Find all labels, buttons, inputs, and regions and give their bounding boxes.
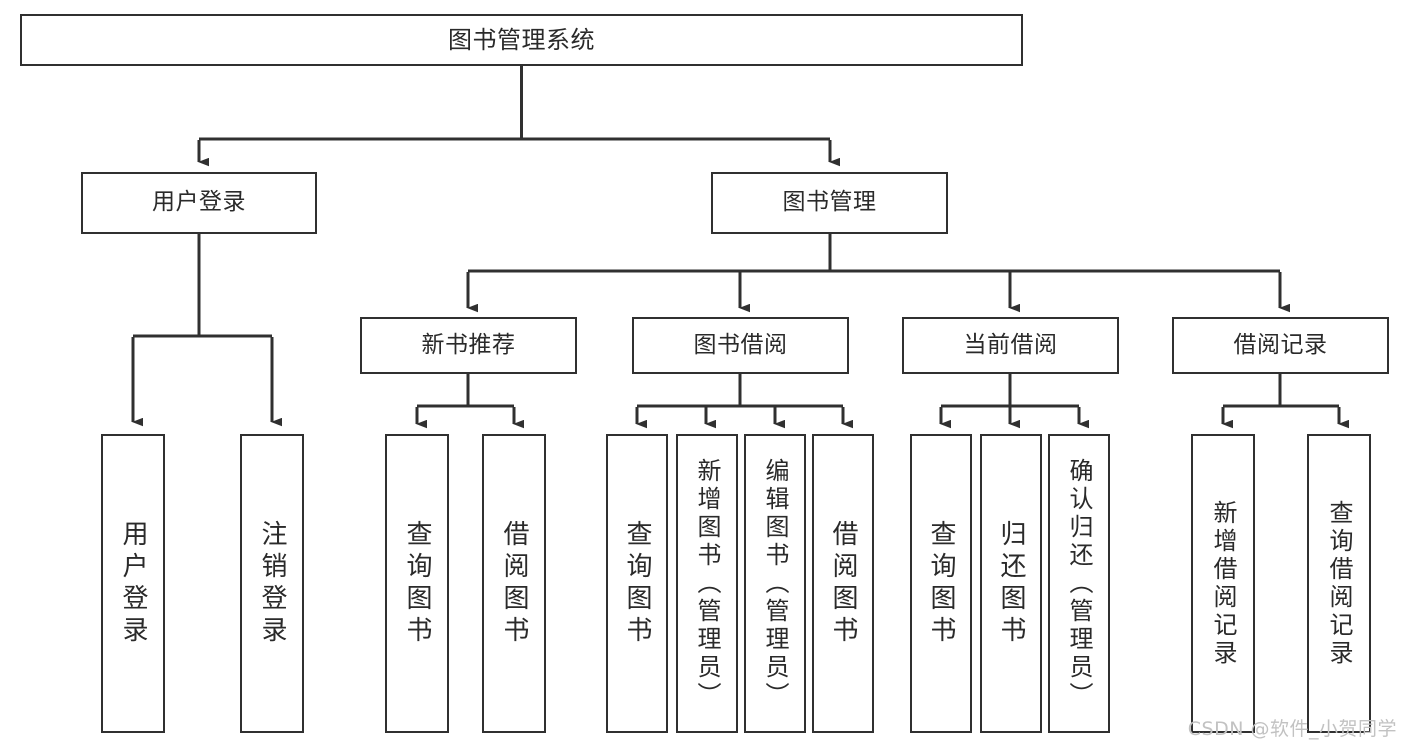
node-label: 查询图书 <box>926 519 956 648</box>
csdn-watermark: CSDN @软件_小贺同学 <box>1187 718 1397 740</box>
node-borrow-record[interactable]: 借阅记录 <box>1172 317 1389 374</box>
leaf-user-login-signin[interactable]: 用户登录 <box>101 434 165 733</box>
node-label: 查询图书 <box>622 519 652 648</box>
node-label: 查询借阅记录 <box>1325 499 1353 668</box>
leaf-borrow-record-query-record[interactable]: 查询借阅记录 <box>1307 434 1371 733</box>
leaf-user-login-signout[interactable]: 注销登录 <box>240 434 304 733</box>
node-book-borrow[interactable]: 图书借阅 <box>632 317 849 374</box>
leaf-current-borrow-query-book[interactable]: 查询图书 <box>910 434 972 733</box>
node-label: 确认归还（管理员） <box>1065 457 1093 710</box>
leaf-book-borrow-borrow-book[interactable]: 借阅图书 <box>812 434 874 733</box>
node-label: 用户登录 <box>152 189 246 216</box>
leaf-new-book-query-book[interactable]: 查询图书 <box>385 434 449 733</box>
node-root-book-management-system[interactable]: 图书管理系统 <box>20 14 1023 66</box>
node-current-borrow[interactable]: 当前借阅 <box>902 317 1119 374</box>
leaf-book-borrow-add-book-admin[interactable]: 新增图书（管理员） <box>676 434 738 733</box>
node-label: 注销登录 <box>257 519 287 648</box>
node-label: 用户登录 <box>118 519 148 648</box>
node-book-management[interactable]: 图书管理 <box>711 172 948 234</box>
node-label: 图书管理系统 <box>448 25 595 54</box>
node-label: 借阅图书 <box>828 519 858 648</box>
leaf-new-book-borrow-book[interactable]: 借阅图书 <box>482 434 546 733</box>
node-label: 查询图书 <box>402 519 432 648</box>
node-label: 编辑图书（管理员） <box>761 457 789 710</box>
node-label: 新增借阅记录 <box>1209 499 1237 668</box>
leaf-book-borrow-edit-book-admin[interactable]: 编辑图书（管理员） <box>744 434 806 733</box>
node-label: 借阅记录 <box>1233 331 1328 358</box>
leaf-current-borrow-return-book[interactable]: 归还图书 <box>980 434 1042 733</box>
node-label: 当前借阅 <box>963 331 1058 358</box>
leaf-borrow-record-add-record[interactable]: 新增借阅记录 <box>1191 434 1255 733</box>
node-label: 新书推荐 <box>421 331 516 358</box>
node-label: 借阅图书 <box>499 519 529 648</box>
leaf-current-borrow-confirm-return-admin[interactable]: 确认归还（管理员） <box>1048 434 1110 733</box>
node-label: 图书管理 <box>782 189 877 216</box>
node-new-book-recommend[interactable]: 新书推荐 <box>360 317 577 374</box>
node-label: 归还图书 <box>996 519 1026 648</box>
node-user-login[interactable]: 用户登录 <box>81 172 317 234</box>
node-label: 新增图书（管理员） <box>693 457 721 710</box>
leaf-book-borrow-query-book[interactable]: 查询图书 <box>606 434 668 733</box>
node-label: 图书借阅 <box>693 331 788 358</box>
